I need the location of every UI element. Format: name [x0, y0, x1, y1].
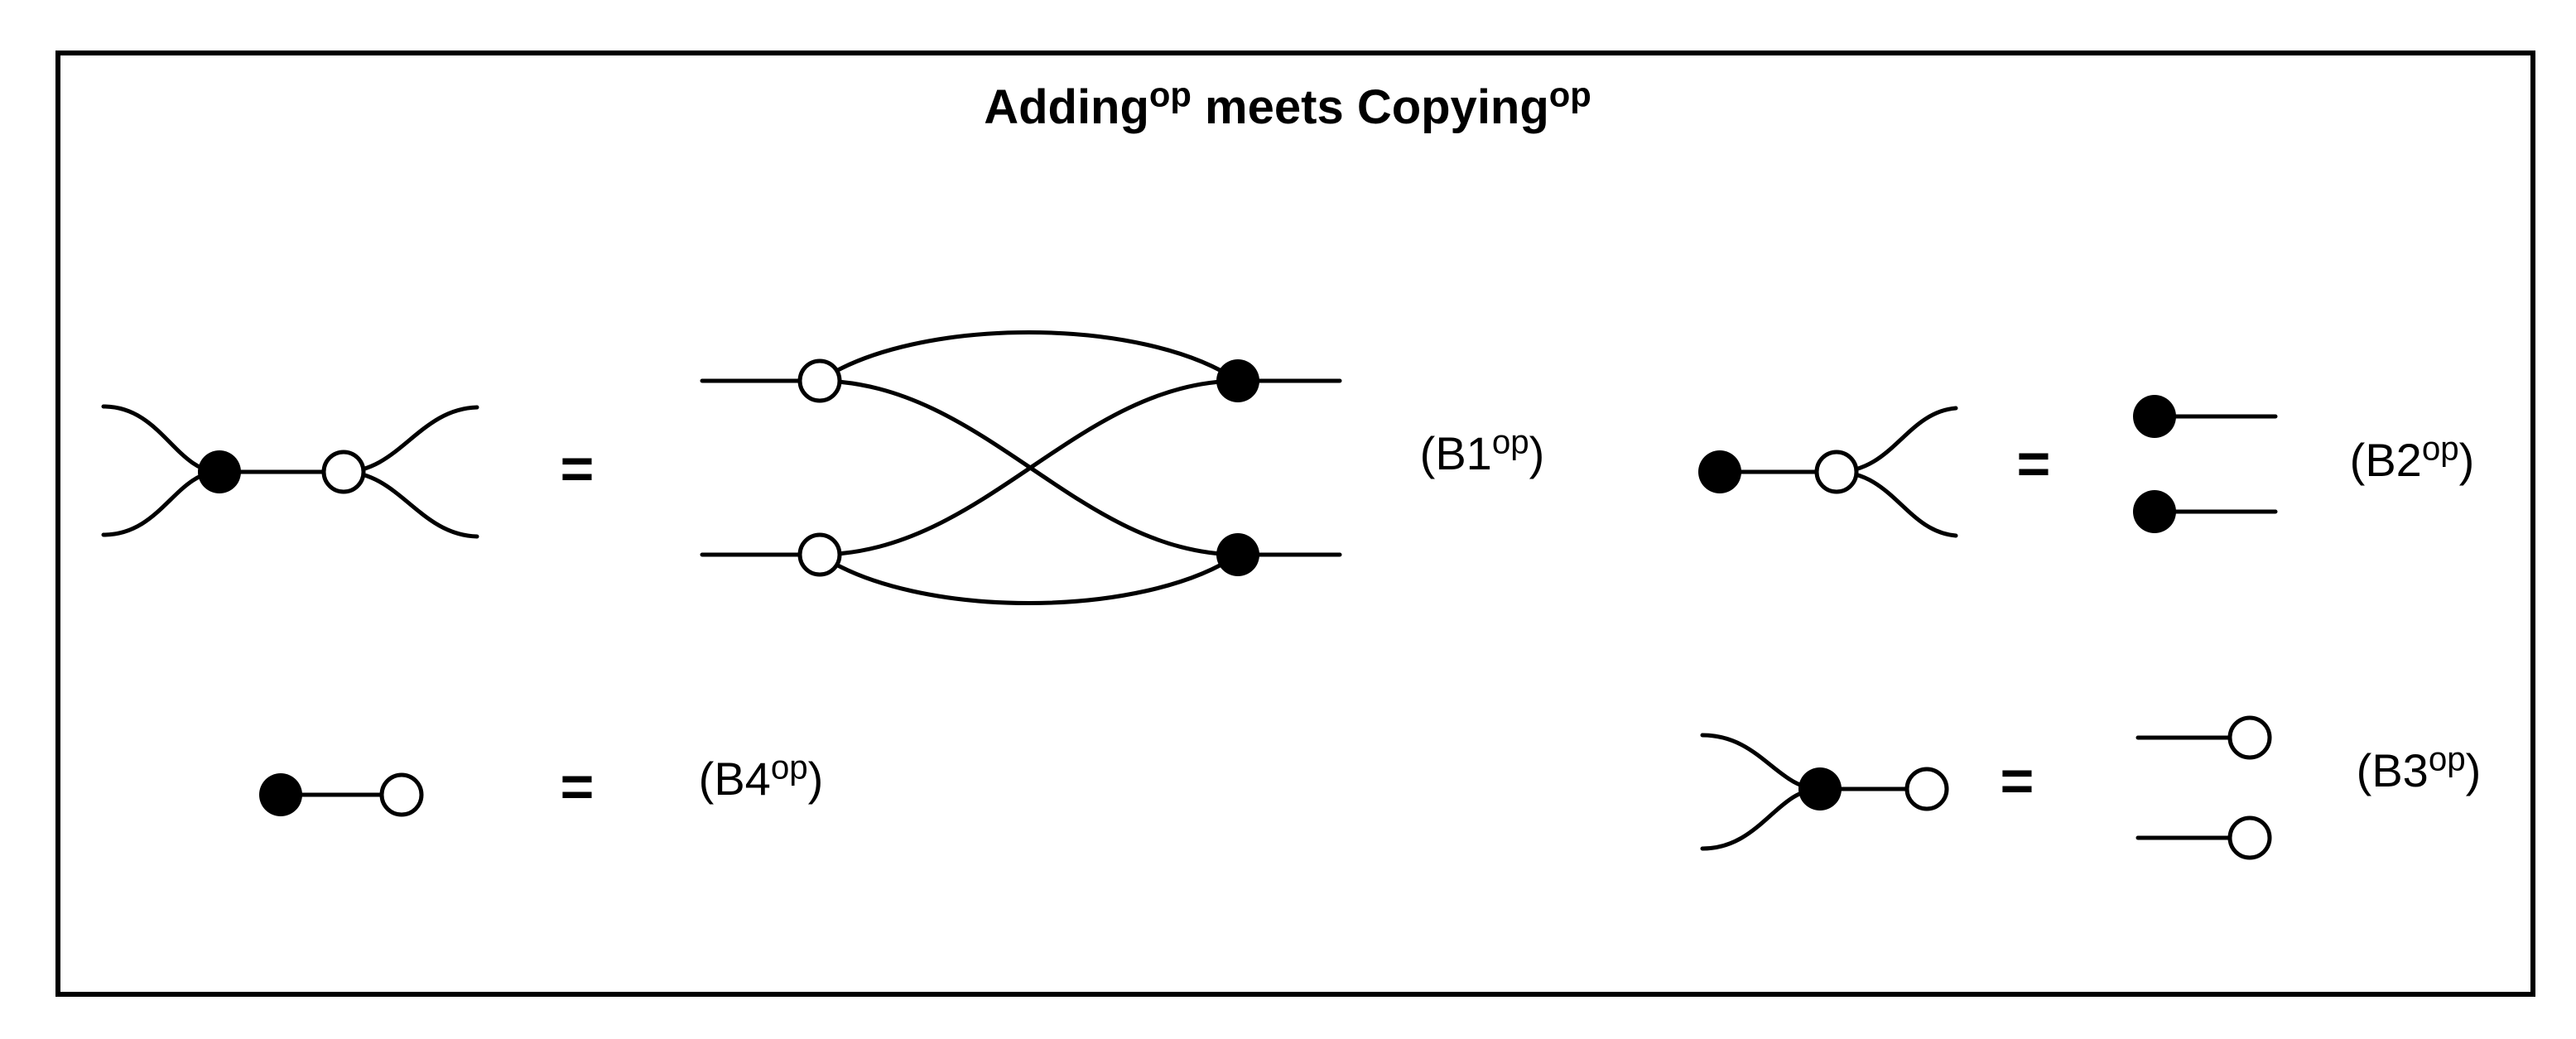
b2-rhs-diagram — [2133, 395, 2278, 533]
b3-rhs-white-node-top — [2227, 715, 2272, 760]
b3-equals-sign: = — [2000, 748, 2034, 813]
b1-lhs-wire-out-bottom — [341, 469, 479, 539]
b4-lhs-diagram — [259, 772, 424, 817]
b2-equals-sign: = — [2016, 431, 2051, 496]
b1-label-open: (B1 — [1419, 427, 1492, 479]
b3-label: (B3op) — [2357, 742, 2482, 794]
figure-border — [55, 51, 2535, 997]
b3-lhs-black-node — [1798, 767, 1842, 811]
b2-rhs-black-node-top — [2133, 395, 2176, 438]
b1-rhs-white-node-bottom — [797, 532, 842, 577]
b4-label-open: (B4 — [698, 753, 771, 805]
b4-lhs-white-node — [379, 772, 424, 817]
b4-lhs-black-node — [259, 773, 302, 816]
b1-rhs-wire-arc-top — [817, 330, 1240, 383]
title-word-2: meets Copying — [1191, 80, 1549, 134]
b2-label-sup: op — [2421, 429, 2459, 468]
b1-lhs-wire-out-top — [341, 405, 479, 474]
title-word-1: Adding — [984, 80, 1149, 134]
b3-label-open: (B3 — [2356, 744, 2429, 796]
b2-rhs-black-node-bottom — [2133, 490, 2176, 533]
title-sup-1: op — [1148, 75, 1192, 114]
b1-rhs-black-node-top — [1216, 359, 1259, 402]
figure-title: Addingop meets Copyingop — [984, 77, 1591, 132]
b1-lhs-black-node — [198, 450, 241, 493]
b1-rhs-wire-cross-up — [817, 378, 1240, 557]
b4-label-close: ) — [807, 753, 824, 805]
b1-label-sup: op — [1491, 422, 1529, 461]
b2-lhs-black-node — [1698, 450, 1741, 493]
b1-rhs-wire-arc-bottom — [817, 552, 1240, 605]
b3-lhs-diagram — [1700, 733, 1949, 851]
b4-equals-sign: = — [560, 754, 595, 819]
b4-label: (B4op) — [698, 750, 824, 805]
b3-label-sup: op — [2428, 739, 2466, 778]
b1-lhs-white-node — [321, 450, 366, 494]
b3-lhs-white-node — [1904, 767, 1949, 811]
b2-label-close: ) — [2458, 434, 2475, 486]
b1-rhs-white-node-top — [797, 358, 842, 403]
b3-rhs-white-node-bottom — [2227, 815, 2272, 860]
b3-rhs-diagram — [2135, 715, 2272, 860]
b3-label-close: ) — [2465, 744, 2482, 796]
b2-lhs-white-node — [1814, 450, 1859, 494]
b1-equals-sign: = — [560, 436, 595, 501]
title-sup-2: op — [1548, 75, 1591, 114]
b4-label-sup: op — [770, 748, 808, 786]
b1-lhs-diagram — [101, 404, 479, 539]
b1-label: (B1op) — [1420, 425, 1545, 477]
b1-label-close: ) — [1529, 427, 1545, 479]
b2-lhs-diagram — [1698, 406, 1958, 538]
b2-label-open: (B2 — [2349, 434, 2422, 486]
b1-rhs-diagram — [700, 330, 1342, 605]
b2-label: (B2op) — [2349, 431, 2475, 486]
b1-rhs-black-node-bottom — [1216, 533, 1259, 576]
